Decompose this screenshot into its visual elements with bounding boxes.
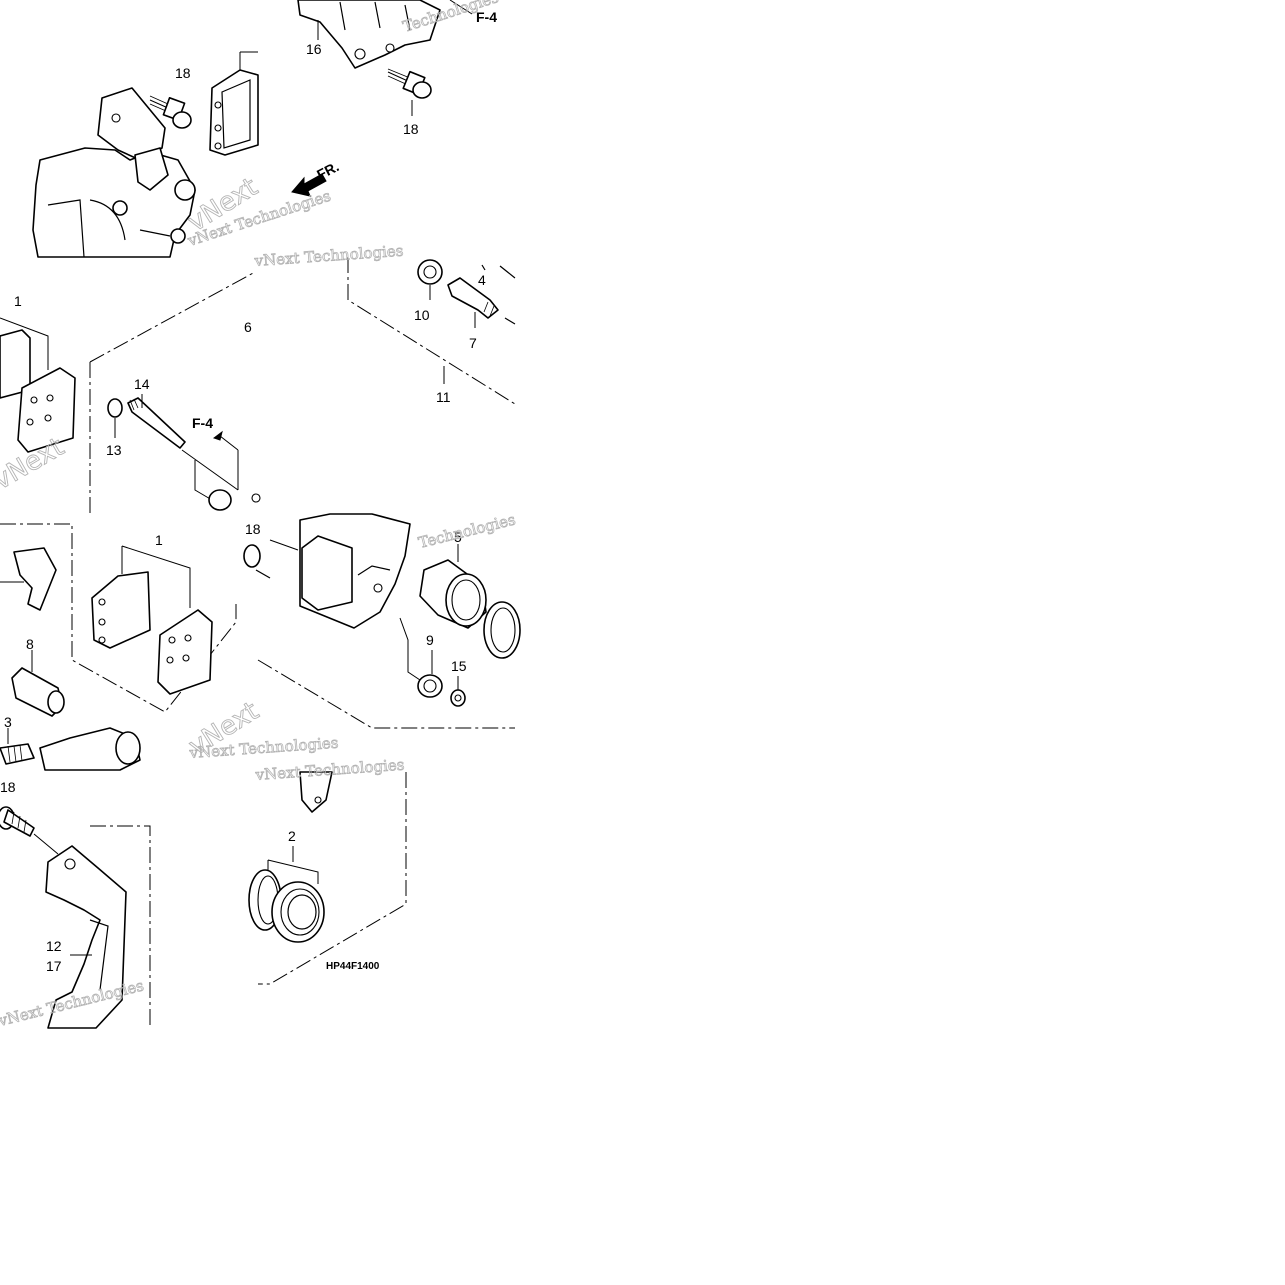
callout-1-b: 1 [155, 532, 163, 548]
callout-14: 14 [134, 376, 150, 392]
bolt-18-upper-left [149, 95, 192, 129]
callout-18-a: 18 [175, 65, 191, 81]
callout-1-a: 1 [14, 293, 22, 309]
callout-15: 15 [451, 658, 467, 674]
tile-pads-and-pins: 1 6 14 13 F-4 4 10 7 11 vNext Technologi… [0, 241, 516, 514]
piston-5 [419, 544, 487, 629]
tile-bracket-and-seals: 18 2 12 17 HP44F1400 vNext Technologies … [0, 755, 407, 1031]
callout-11: 11 [436, 389, 451, 405]
pin-7 [447, 264, 516, 328]
callout-2: 2 [288, 828, 296, 844]
callout-13: 13 [106, 442, 122, 458]
callout-18-d: 18 [0, 779, 16, 795]
view-ref-f4-top: F-4 [476, 9, 497, 25]
callout-10: 10 [414, 307, 430, 323]
callout-16: 16 [306, 41, 322, 57]
bolt-18-lower [243, 539, 299, 579]
callout-5: 5 [454, 529, 462, 545]
tile-caliper-assembly: FR. F-4 16 18 18 vNext Technologies vNex… [32, 0, 501, 258]
callout-18-b: 18 [403, 121, 419, 137]
boot-9 [399, 617, 443, 698]
sleeve-8 [11, 650, 65, 717]
boot-10 [417, 259, 443, 300]
seal-kit-2 [248, 846, 325, 943]
callout-6: 6 [244, 319, 252, 335]
callout-17: 17 [46, 958, 62, 974]
callout-4: 4 [478, 272, 486, 288]
callout-3: 3 [4, 714, 12, 730]
bolt-18-bottom [0, 806, 59, 855]
washer-15 [450, 676, 466, 707]
watermark: vNext Technologies [253, 242, 404, 270]
callout-9: 9 [426, 632, 434, 648]
callout-12: 12 [46, 938, 62, 954]
view-ref-f4-mid: F-4 [192, 415, 213, 431]
watermark: Technologies [417, 510, 518, 551]
tile-caliper-piston: 1 18 5 8 9 15 3 vNext Technologies Techn… [0, 510, 521, 771]
callout-18-c: 18 [245, 521, 261, 537]
pin-14 [127, 394, 186, 449]
bolt-18-upper-right [387, 68, 432, 116]
diagram-code: HP44F1400 [326, 961, 380, 972]
callout-7: 7 [469, 335, 477, 351]
callout-8: 8 [26, 636, 34, 652]
bleeder-3 [0, 727, 141, 771]
